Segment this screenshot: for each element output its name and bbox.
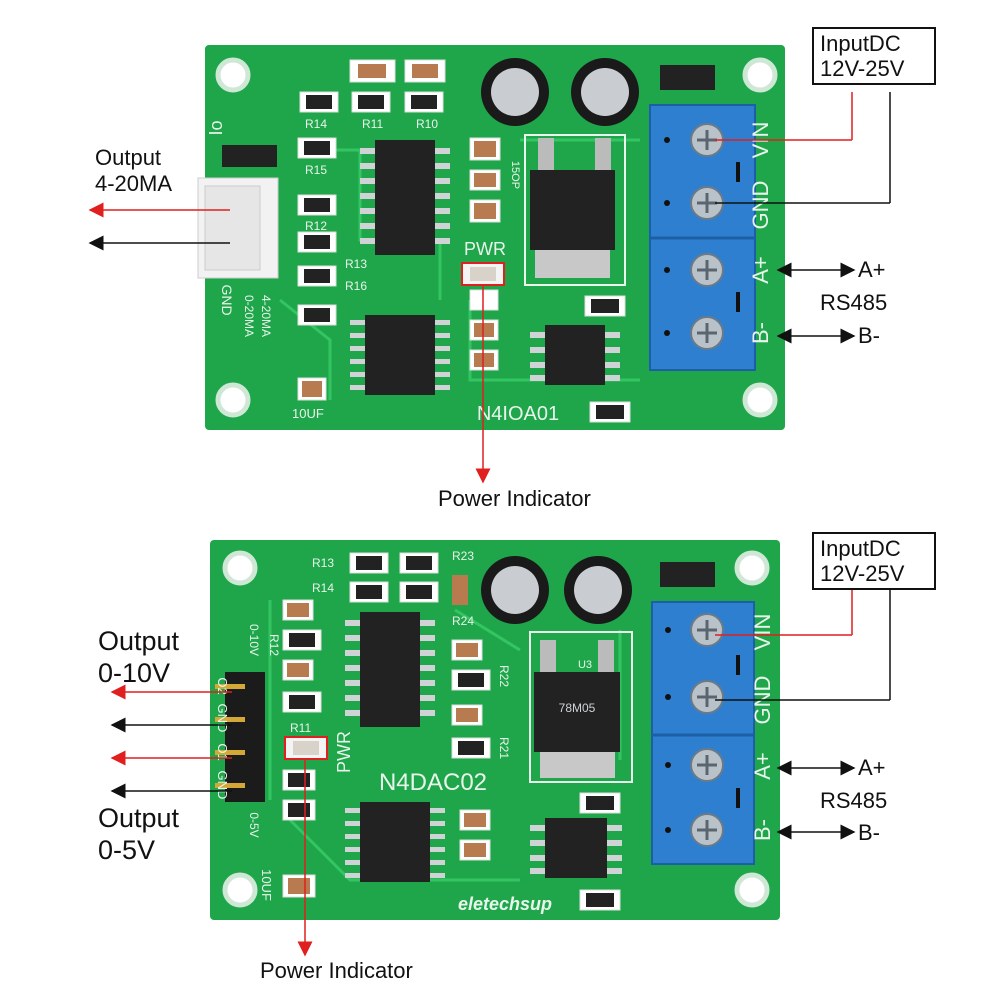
regulator: [530, 170, 615, 250]
silk-terminal: A+: [750, 752, 775, 780]
silk-model: N4DAC02: [379, 769, 487, 796]
output-line1: Output: [95, 145, 162, 170]
mount-hole: [742, 382, 778, 418]
silk-pin: GND: [215, 771, 230, 800]
output-line2: 0-5V: [98, 835, 156, 865]
silk-r: R13: [312, 556, 334, 570]
ic-chip: [360, 802, 430, 882]
mount-hole: [222, 550, 258, 586]
power-indicator-label: Power Indicator: [438, 486, 591, 511]
mount-hole: [222, 872, 258, 908]
silk-pin: O1: [215, 743, 230, 760]
output-0-5v-label: Output 0-5V: [98, 802, 179, 866]
a-plus-label: A+: [858, 257, 886, 282]
regulator: [534, 672, 620, 752]
silk-v: 0-10V: [247, 624, 261, 656]
silk-gnd: GND: [219, 284, 235, 315]
b-minus-label: B-: [858, 323, 880, 348]
b-minus-label: B-: [858, 820, 880, 845]
mount-hole: [734, 550, 770, 586]
silk-brand: eletechsup: [458, 894, 552, 914]
diode: [660, 65, 715, 90]
silk-r: R11: [290, 721, 311, 735]
silk-u3: U3: [578, 659, 592, 671]
silk-r: R22: [497, 665, 511, 687]
silk-15p: 15OP: [509, 161, 521, 189]
ic-chip: [360, 612, 420, 727]
mount-hole: [742, 57, 778, 93]
board-bottom: 78M05 U3 VIN GND A+ B- N4DAC02 eletechsu…: [210, 540, 780, 920]
silk-r: R14: [305, 117, 327, 131]
ic-chip: [365, 315, 435, 395]
mount-hole: [215, 57, 251, 93]
ic-chip: [375, 140, 435, 255]
ic-chip: [545, 818, 607, 878]
silk-r: R10: [416, 117, 438, 131]
board-top: VIN GND A+ B- N4IOA01 PWR Io R14 R11 R10…: [197, 45, 785, 430]
silk-v: 0-5V: [247, 812, 261, 837]
a-plus-label: A+: [858, 755, 886, 780]
mount-hole: [734, 872, 770, 908]
silk-pwr: PWR: [464, 239, 506, 259]
annotations-bottom: [110, 590, 891, 957]
silk-terminal: VIN: [750, 614, 775, 651]
silk-r: R14: [312, 581, 334, 595]
silk-r: R23: [452, 549, 474, 563]
input-dc-line1: InputDC: [820, 31, 901, 56]
output-0-10v-label: Output 0-10V: [98, 625, 179, 689]
silk-out: 0-20MA: [242, 295, 256, 337]
mount-hole: [215, 382, 251, 418]
input-dc-line2: 12V-25V: [820, 56, 905, 81]
silk-ic: 78M05: [559, 701, 596, 715]
silk-terminal: GND: [748, 181, 773, 230]
silk-r: R24: [452, 614, 474, 628]
output-line1: Output: [98, 626, 180, 656]
power-indicator-label: Power Indicator: [260, 958, 413, 983]
diode: [222, 145, 277, 167]
silk-r: R11: [362, 117, 383, 131]
silk-r: R12: [267, 634, 281, 656]
silk-terminal: A+: [748, 256, 773, 284]
input-dc-line2: 12V-25V: [820, 561, 905, 586]
silk-r: R21: [497, 737, 511, 759]
silk-r: R15: [305, 163, 327, 177]
silk-out: 4-20MA: [259, 295, 273, 337]
output-line2: 4-20MA: [95, 171, 173, 196]
silk-pin: GND: [215, 704, 230, 733]
output-line2: 0-10V: [98, 658, 171, 688]
output-label: Output 4-20MA: [95, 145, 172, 197]
silk-io: Io: [206, 120, 226, 135]
annotations-top: [88, 92, 891, 484]
silk-pwr: PWR: [334, 731, 354, 773]
output-line1: Output: [98, 803, 180, 833]
ic-chip: [545, 325, 605, 385]
silk-r: R13: [345, 257, 367, 271]
pin-header: [225, 672, 265, 802]
rs485-label: RS485: [820, 290, 888, 315]
silk-r: R16: [345, 279, 367, 293]
input-dc-label: InputDC 12V-25V: [812, 532, 936, 590]
input-dc-line1: InputDC: [820, 536, 901, 561]
silk-terminal: B-: [748, 322, 773, 344]
silk-r: R12: [305, 219, 327, 233]
input-dc-label: InputDC 12V-25V: [812, 27, 936, 85]
silk-cap: 10UF: [259, 869, 274, 901]
rs485-label: RS485: [820, 788, 888, 813]
diode: [660, 562, 715, 587]
silk-model: N4IOA01: [477, 403, 559, 425]
silk-cap: 10UF: [292, 406, 324, 421]
silk-terminal: B-: [750, 819, 775, 841]
silk-pin: O2: [215, 677, 230, 694]
